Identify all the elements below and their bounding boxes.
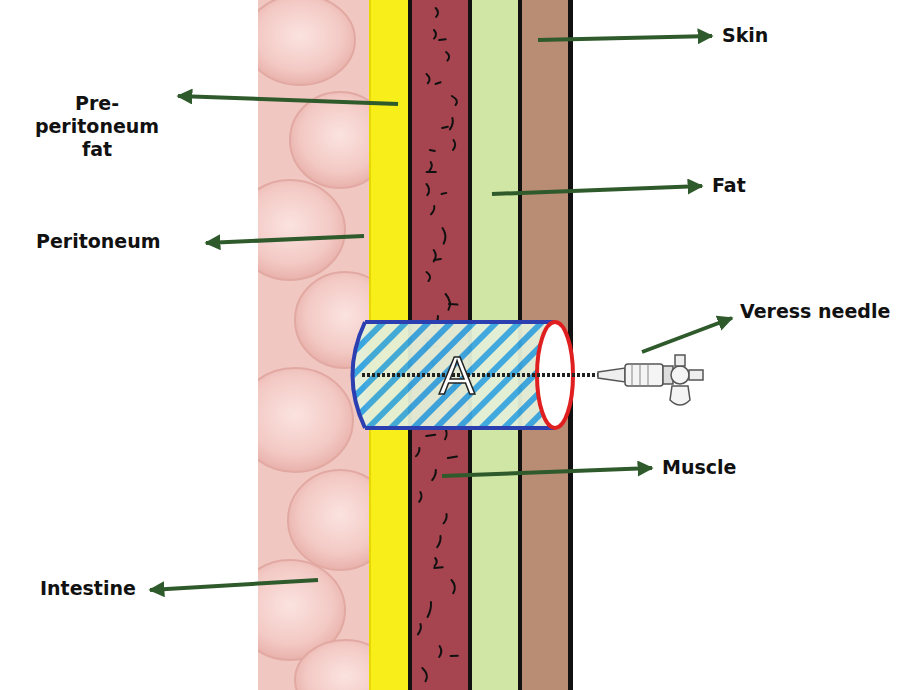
veress-needle — [362, 355, 703, 405]
letter-label: A — [439, 344, 475, 406]
cylinder-node: A — [362, 324, 552, 426]
part-label: Peritoneum — [36, 230, 161, 253]
leader-arrows — [150, 36, 732, 590]
part-label: Muscle — [662, 456, 736, 479]
part-label: Pre-peritoneum fat — [22, 92, 172, 160]
part-label: Veress needle — [740, 300, 890, 323]
part-label: Fat — [712, 174, 746, 197]
part-label: Skin — [722, 24, 768, 47]
part-label: Intestine — [40, 577, 136, 600]
